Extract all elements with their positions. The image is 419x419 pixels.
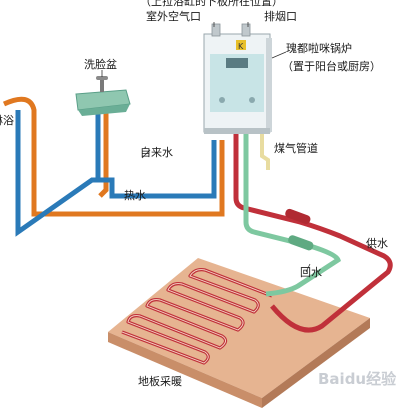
leader-supply	[367, 243, 375, 251]
watermark: Baidu经验	[318, 370, 397, 388]
label-gas-pipe: 煤气管道	[274, 141, 318, 155]
boiler-shadow	[266, 38, 272, 132]
label-outdoor-air: 室外空气口	[146, 9, 201, 23]
floor-heating-coil-highlight	[121, 269, 273, 364]
supply-pipe	[233, 134, 393, 333]
top-caption: （上拉浴缸的卜板所在位置）	[140, 0, 283, 8]
washbasin-faucet	[100, 78, 104, 92]
boiler-logo-box	[236, 40, 246, 50]
bathroom-pipes	[2, 96, 225, 237]
leader-hot-water	[123, 195, 131, 199]
label-floor-heating: 地板采暖	[138, 374, 182, 388]
hot-water-pipe	[2, 96, 225, 217]
leader-boiler	[271, 51, 287, 59]
washbasin	[75, 76, 131, 116]
boiler-knob-right	[249, 97, 255, 103]
hot-water-basin-riser	[98, 112, 109, 198]
outdoor-air-intake	[211, 23, 221, 37]
leader-return	[305, 263, 311, 273]
boiler-display	[226, 58, 248, 68]
return-valve	[288, 235, 314, 251]
label-boiler-name: 瑰都啦咪锅炉	[286, 41, 352, 55]
label-exhaust: 排烟口	[264, 9, 297, 23]
label-supply-water: 供水	[366, 236, 388, 250]
washbasin-spout	[96, 76, 108, 80]
label-tap-water: 自来水	[140, 146, 173, 159]
return-pipe	[243, 134, 341, 297]
washbasin-bowl	[78, 104, 130, 116]
supply-valve	[285, 208, 311, 225]
label-bath: 淋浴	[0, 114, 14, 127]
gas-pipe	[260, 134, 270, 170]
boiler-bottom-plate	[204, 128, 270, 134]
floor-heating-slab	[108, 258, 370, 408]
exhaust-outlet	[241, 23, 251, 37]
boiler-knob-left	[219, 97, 225, 103]
floor-heating-pipes	[233, 134, 393, 333]
label-washbasin: 洗脸盆	[84, 57, 117, 71]
floor-slab-right-side	[262, 318, 370, 408]
boiler: K	[203, 23, 272, 134]
label-boiler-location: （置于阳台或厨房）	[282, 59, 381, 73]
floor-slab-front-side	[108, 332, 262, 408]
tap-water-pipe	[15, 110, 217, 237]
label-hot-water: 热水	[124, 189, 146, 202]
label-return-water: 回水	[300, 266, 322, 279]
boiler-logo: K	[238, 42, 244, 51]
leader-tap-water	[141, 149, 151, 159]
